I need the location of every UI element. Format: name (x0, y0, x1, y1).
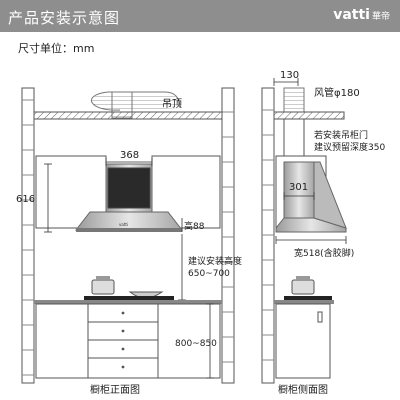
side-chimney (283, 118, 305, 160)
front-right-wall (221, 87, 235, 384)
dim-width-518: 宽518(含胶脚) (275, 236, 354, 259)
front-caption: 橱柜正面图 (90, 383, 140, 396)
counter-height-label: 800~850 (175, 339, 217, 349)
dim-hood-height: 616 (16, 163, 52, 233)
width-518-label: 宽518(含胶脚) (294, 247, 354, 259)
hood-width-label: 368 (120, 150, 139, 161)
side-view: 130 风管φ180 若安装吊柜门 建议预留深度350 (261, 70, 385, 396)
side-countertop (274, 300, 334, 304)
front-countertop (34, 300, 222, 304)
front-view: 吊顶 vatti 368 (16, 87, 242, 396)
install-height-line1: 建议安装高度 (188, 255, 242, 267)
front-left-wall (21, 87, 35, 384)
cabinet-note-line1: 若安装吊柜门 (314, 129, 368, 141)
dim-hood-width: 368 (105, 150, 153, 166)
height-88-label: 高88 (184, 220, 205, 232)
dim-counter-height: 800~850 (175, 303, 217, 379)
range-hood-side (275, 161, 347, 233)
header-bar: 产品安装示意图 vatti 華帝 (0, 0, 400, 32)
depth-301-label: 301 (289, 182, 308, 193)
dim-depth-301: 301 (283, 182, 315, 200)
unit-label: 尺寸单位：mm (18, 42, 95, 55)
side-duct (283, 87, 305, 113)
hood-height-label: 616 (16, 194, 35, 205)
duct-label: 风管φ180 (314, 86, 360, 99)
dim-offset-130: 130 (273, 70, 299, 86)
brand-logo: vatti 華帝 (333, 7, 390, 23)
svg-text:vatti: vatti (119, 222, 128, 227)
cabinet-note-line2: 建议预留深度350 (314, 141, 385, 153)
front-ceiling (33, 111, 223, 120)
side-cabinet-handle (317, 311, 323, 323)
side-ceiling (273, 111, 345, 120)
brand-logo-text: vatti (333, 7, 370, 23)
brand-logo-cn: 華帝 (371, 12, 390, 22)
side-wall (261, 87, 275, 384)
offset-130-label: 130 (280, 70, 299, 81)
side-caption: 橱柜侧面图 (278, 383, 328, 396)
cookware-side (284, 276, 332, 300)
cookware-front (84, 276, 174, 300)
dim-height-88: 高88 (181, 218, 205, 232)
ceiling-label: 吊顶 (162, 98, 182, 110)
install-height-line2: 650~700 (188, 269, 230, 279)
page-title: 产品安装示意图 (8, 9, 121, 27)
dim-install-height: 建议安装高度 650~700 (178, 234, 242, 301)
